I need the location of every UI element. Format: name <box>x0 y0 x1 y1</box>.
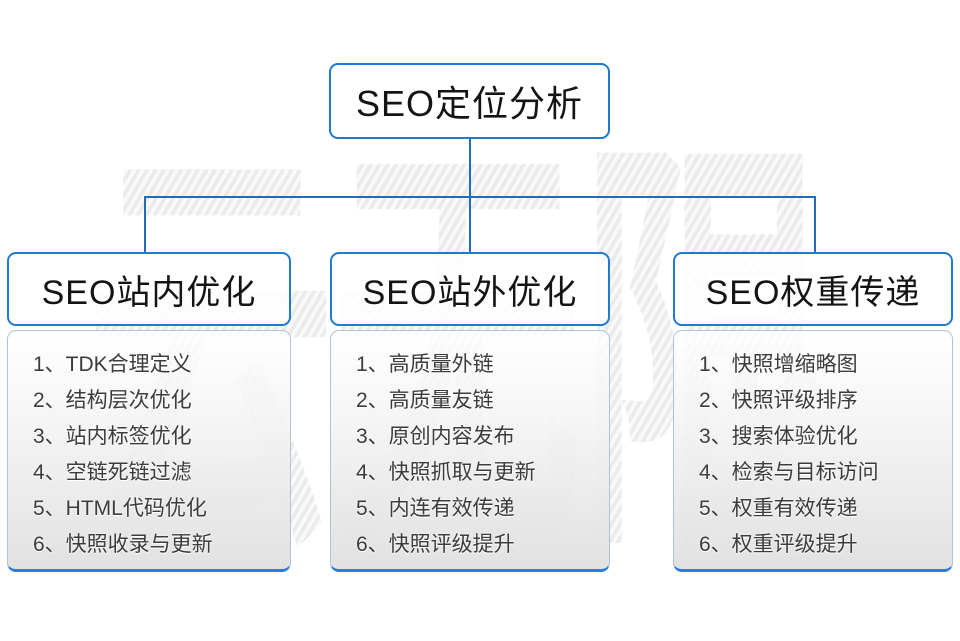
list-item: 3、站内标签优化 <box>33 425 192 448</box>
list-item: 4、快照抓取与更新 <box>356 461 536 484</box>
list-item: 4、空链死链过滤 <box>33 461 192 484</box>
connector-drop-left <box>144 196 146 253</box>
connector-root-down <box>469 139 471 198</box>
branch-list-onsite: 1、TDK合理定义 2、结构层次优化 3、站内标签优化 4、空链死链过滤 5、H… <box>7 330 291 572</box>
list-item: 1、TDK合理定义 <box>33 353 192 376</box>
list-item: 6、快照收录与更新 <box>33 533 213 556</box>
list-item: 6、快照评级提升 <box>356 533 515 556</box>
list-item: 4、检索与目标访问 <box>699 461 879 484</box>
branch-header-onsite-optimization: SEO站内优化 <box>7 252 291 326</box>
branch-list-weight: 1、快照增缩略图 2、快照评级排序 3、搜索体验优化 4、检索与目标访问 5、权… <box>673 330 953 572</box>
list-item: 6、权重评级提升 <box>699 533 858 556</box>
list-item: 5、HTML代码优化 <box>33 497 207 520</box>
connector-horizontal <box>144 196 816 198</box>
root-node-seo-positioning-analysis: SEO定位分析 <box>329 63 610 139</box>
onsite-item-list: 1、TDK合理定义 2、结构层次优化 3、站内标签优化 4、空链死链过滤 5、H… <box>33 347 280 563</box>
list-item: 5、权重有效传递 <box>699 497 858 520</box>
list-item: 1、高质量外链 <box>356 353 494 376</box>
list-item: 2、结构层次优化 <box>33 389 192 412</box>
connector-drop-middle <box>469 196 471 253</box>
list-item: 2、快照评级排序 <box>699 389 858 412</box>
branch-list-offsite: 1、高质量外链 2、高质量友链 3、原创内容发布 4、快照抓取与更新 5、内连有… <box>330 330 610 572</box>
list-item: 5、内连有效传递 <box>356 497 515 520</box>
offsite-item-list: 1、高质量外链 2、高质量友链 3、原创内容发布 4、快照抓取与更新 5、内连有… <box>356 347 599 563</box>
weight-item-list: 1、快照增缩略图 2、快照评级排序 3、搜索体验优化 4、检索与目标访问 5、权… <box>699 347 942 563</box>
list-item: 1、快照增缩略图 <box>699 353 858 376</box>
branch-header-offsite-optimization: SEO站外优化 <box>330 252 610 326</box>
branch-header-weight-transfer: SEO权重传递 <box>673 252 953 326</box>
connector-drop-right <box>814 196 816 253</box>
list-item: 3、原创内容发布 <box>356 425 515 448</box>
list-item: 2、高质量友链 <box>356 389 494 412</box>
list-item: 3、搜索体验优化 <box>699 425 858 448</box>
